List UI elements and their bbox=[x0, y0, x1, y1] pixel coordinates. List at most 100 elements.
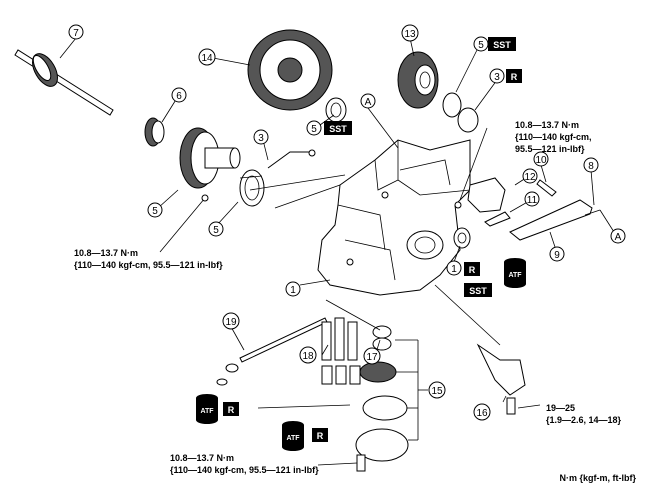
callout-16: 15 bbox=[428, 381, 446, 399]
callout-18: 17 bbox=[363, 347, 381, 365]
r-tag-dipstick: R bbox=[223, 402, 239, 416]
seal-4 bbox=[457, 107, 479, 133]
callout-17: 16 bbox=[473, 403, 491, 421]
valve-springs bbox=[321, 317, 361, 385]
o-ring-20a bbox=[225, 363, 239, 373]
gear-7 bbox=[144, 117, 165, 147]
callout-5-top: 5 bbox=[473, 36, 489, 52]
primary-shaft bbox=[14, 49, 114, 116]
atf-can-seal2: ATF bbox=[504, 258, 526, 288]
callout-15: 14 bbox=[198, 48, 216, 66]
callout-10: 9 bbox=[549, 246, 565, 262]
svg-text:1: 1 bbox=[451, 264, 457, 275]
svg-text:SST: SST bbox=[493, 40, 511, 50]
svg-text:10: 10 bbox=[535, 155, 547, 166]
svg-text:10.8—13.7 N·m: 10.8—13.7 N·m bbox=[170, 453, 234, 463]
svg-text:5: 5 bbox=[213, 225, 219, 236]
svg-text:7: 7 bbox=[73, 28, 79, 39]
bearing-diff-right bbox=[442, 92, 462, 118]
atf-can-bottom: ATF bbox=[282, 421, 304, 451]
sst-tag-top: SST bbox=[488, 37, 516, 51]
svg-text:18: 18 bbox=[302, 351, 314, 362]
callout-11: 10 bbox=[533, 151, 549, 167]
transaxle-case bbox=[317, 139, 471, 296]
pin-9 bbox=[584, 209, 601, 216]
svg-text:5: 5 bbox=[478, 40, 484, 51]
svg-text:5: 5 bbox=[311, 124, 317, 135]
svg-text:A: A bbox=[615, 232, 622, 243]
callout-9: 8 bbox=[583, 157, 599, 173]
atf-can-dipstick: ATF bbox=[196, 394, 218, 424]
seal-2 bbox=[453, 227, 471, 249]
svg-text:13: 13 bbox=[404, 29, 416, 40]
svg-text:3: 3 bbox=[494, 72, 500, 83]
svg-text:8: 8 bbox=[588, 161, 594, 172]
callout-2: 1 bbox=[446, 260, 462, 276]
callout-4: 3 bbox=[489, 68, 505, 84]
bracket-13 bbox=[467, 177, 506, 213]
svg-text:R: R bbox=[317, 431, 324, 441]
svg-text:1: 1 bbox=[290, 285, 296, 296]
svg-text:{110—140 kgf-cm, 95.5—121 in-l: {110—140 kgf-cm, 95.5—121 in-lbf} bbox=[74, 260, 223, 270]
svg-text:R: R bbox=[469, 265, 476, 275]
svg-text:R: R bbox=[511, 72, 518, 82]
bolt-17 bbox=[506, 397, 516, 415]
svg-text:11: 11 bbox=[527, 195, 538, 206]
sst-tag-mid: SST bbox=[324, 121, 352, 135]
svg-text:95.5—121 in-lbf}: 95.5—121 in-lbf} bbox=[515, 144, 585, 154]
callout-19: 18 bbox=[299, 346, 317, 364]
torque-left: 10.8—13.7 N·m {110—140 kgf-cm, 95.5—121 … bbox=[74, 248, 223, 270]
oil-pipe bbox=[267, 149, 316, 169]
svg-text:6: 6 bbox=[176, 91, 182, 102]
callout-8: 7 bbox=[68, 24, 84, 40]
svg-text:9: 9 bbox=[554, 250, 560, 261]
clip-12 bbox=[484, 211, 511, 227]
bolt-11 bbox=[536, 179, 557, 197]
svg-text:{1.9—2.6, 14—18}: {1.9—2.6, 14—18} bbox=[546, 415, 622, 425]
callout-14: 13 bbox=[401, 24, 419, 42]
ref-a-right: A bbox=[610, 228, 626, 244]
bearing-left bbox=[239, 169, 265, 207]
ref-a-top: A bbox=[360, 93, 376, 109]
differential bbox=[247, 29, 333, 111]
sensor-17 bbox=[476, 343, 526, 396]
callout-20: 19 bbox=[222, 312, 240, 330]
torque-right: 19—25 {1.9—2.6, 14—18} bbox=[546, 403, 622, 425]
sst-tag-seal2: SST bbox=[464, 283, 492, 297]
r-tag-top: R bbox=[506, 69, 522, 83]
svg-text:A: A bbox=[365, 97, 372, 108]
svg-text:{110—140 kgf-cm,: {110—140 kgf-cm, bbox=[515, 132, 592, 142]
o-ring-20b bbox=[216, 378, 228, 386]
svg-text:ATF: ATF bbox=[508, 272, 522, 279]
svg-text:ATF: ATF bbox=[286, 435, 300, 442]
svg-text:ATF: ATF bbox=[200, 408, 214, 415]
svg-text:10.8—13.7 N·m: 10.8—13.7 N·m bbox=[74, 248, 138, 258]
callout-1: 1 bbox=[285, 281, 301, 297]
svg-text:SST: SST bbox=[329, 124, 347, 134]
svg-text:19: 19 bbox=[225, 317, 237, 328]
svg-text:5: 5 bbox=[152, 206, 158, 217]
callout-13: 12 bbox=[522, 168, 538, 184]
callout-5-left: 5 bbox=[208, 221, 224, 237]
lever-10 bbox=[509, 199, 593, 241]
torque-bottom: 10.8—13.7 N·m {110—140 kgf-cm, 95.5—121 … bbox=[170, 453, 319, 475]
svg-text:12: 12 bbox=[524, 172, 536, 183]
callout-6: 5 bbox=[147, 202, 163, 218]
units-note: N·m {kgf-m, ft-lbf} bbox=[560, 473, 637, 483]
svg-text:{110—140 kgf-cm, 95.5—121 in-l: {110—140 kgf-cm, 95.5—121 in-lbf} bbox=[170, 465, 319, 475]
r-tag-bottom: R bbox=[312, 428, 328, 442]
callout-3: 3 bbox=[253, 129, 269, 145]
svg-text:14: 14 bbox=[201, 53, 213, 64]
svg-text:15: 15 bbox=[431, 386, 443, 397]
svg-text:17: 17 bbox=[366, 352, 378, 363]
gear-14 bbox=[397, 51, 439, 109]
svg-text:SST: SST bbox=[469, 286, 487, 296]
svg-text:10.8—13.7 N·m: 10.8—13.7 N·m bbox=[515, 120, 579, 130]
svg-text:16: 16 bbox=[476, 408, 488, 419]
r-tag-seal2: R bbox=[464, 262, 480, 276]
callout-5-mid: 5 bbox=[306, 120, 322, 136]
accumulator-stack bbox=[355, 325, 409, 472]
gear-6 bbox=[179, 127, 241, 189]
